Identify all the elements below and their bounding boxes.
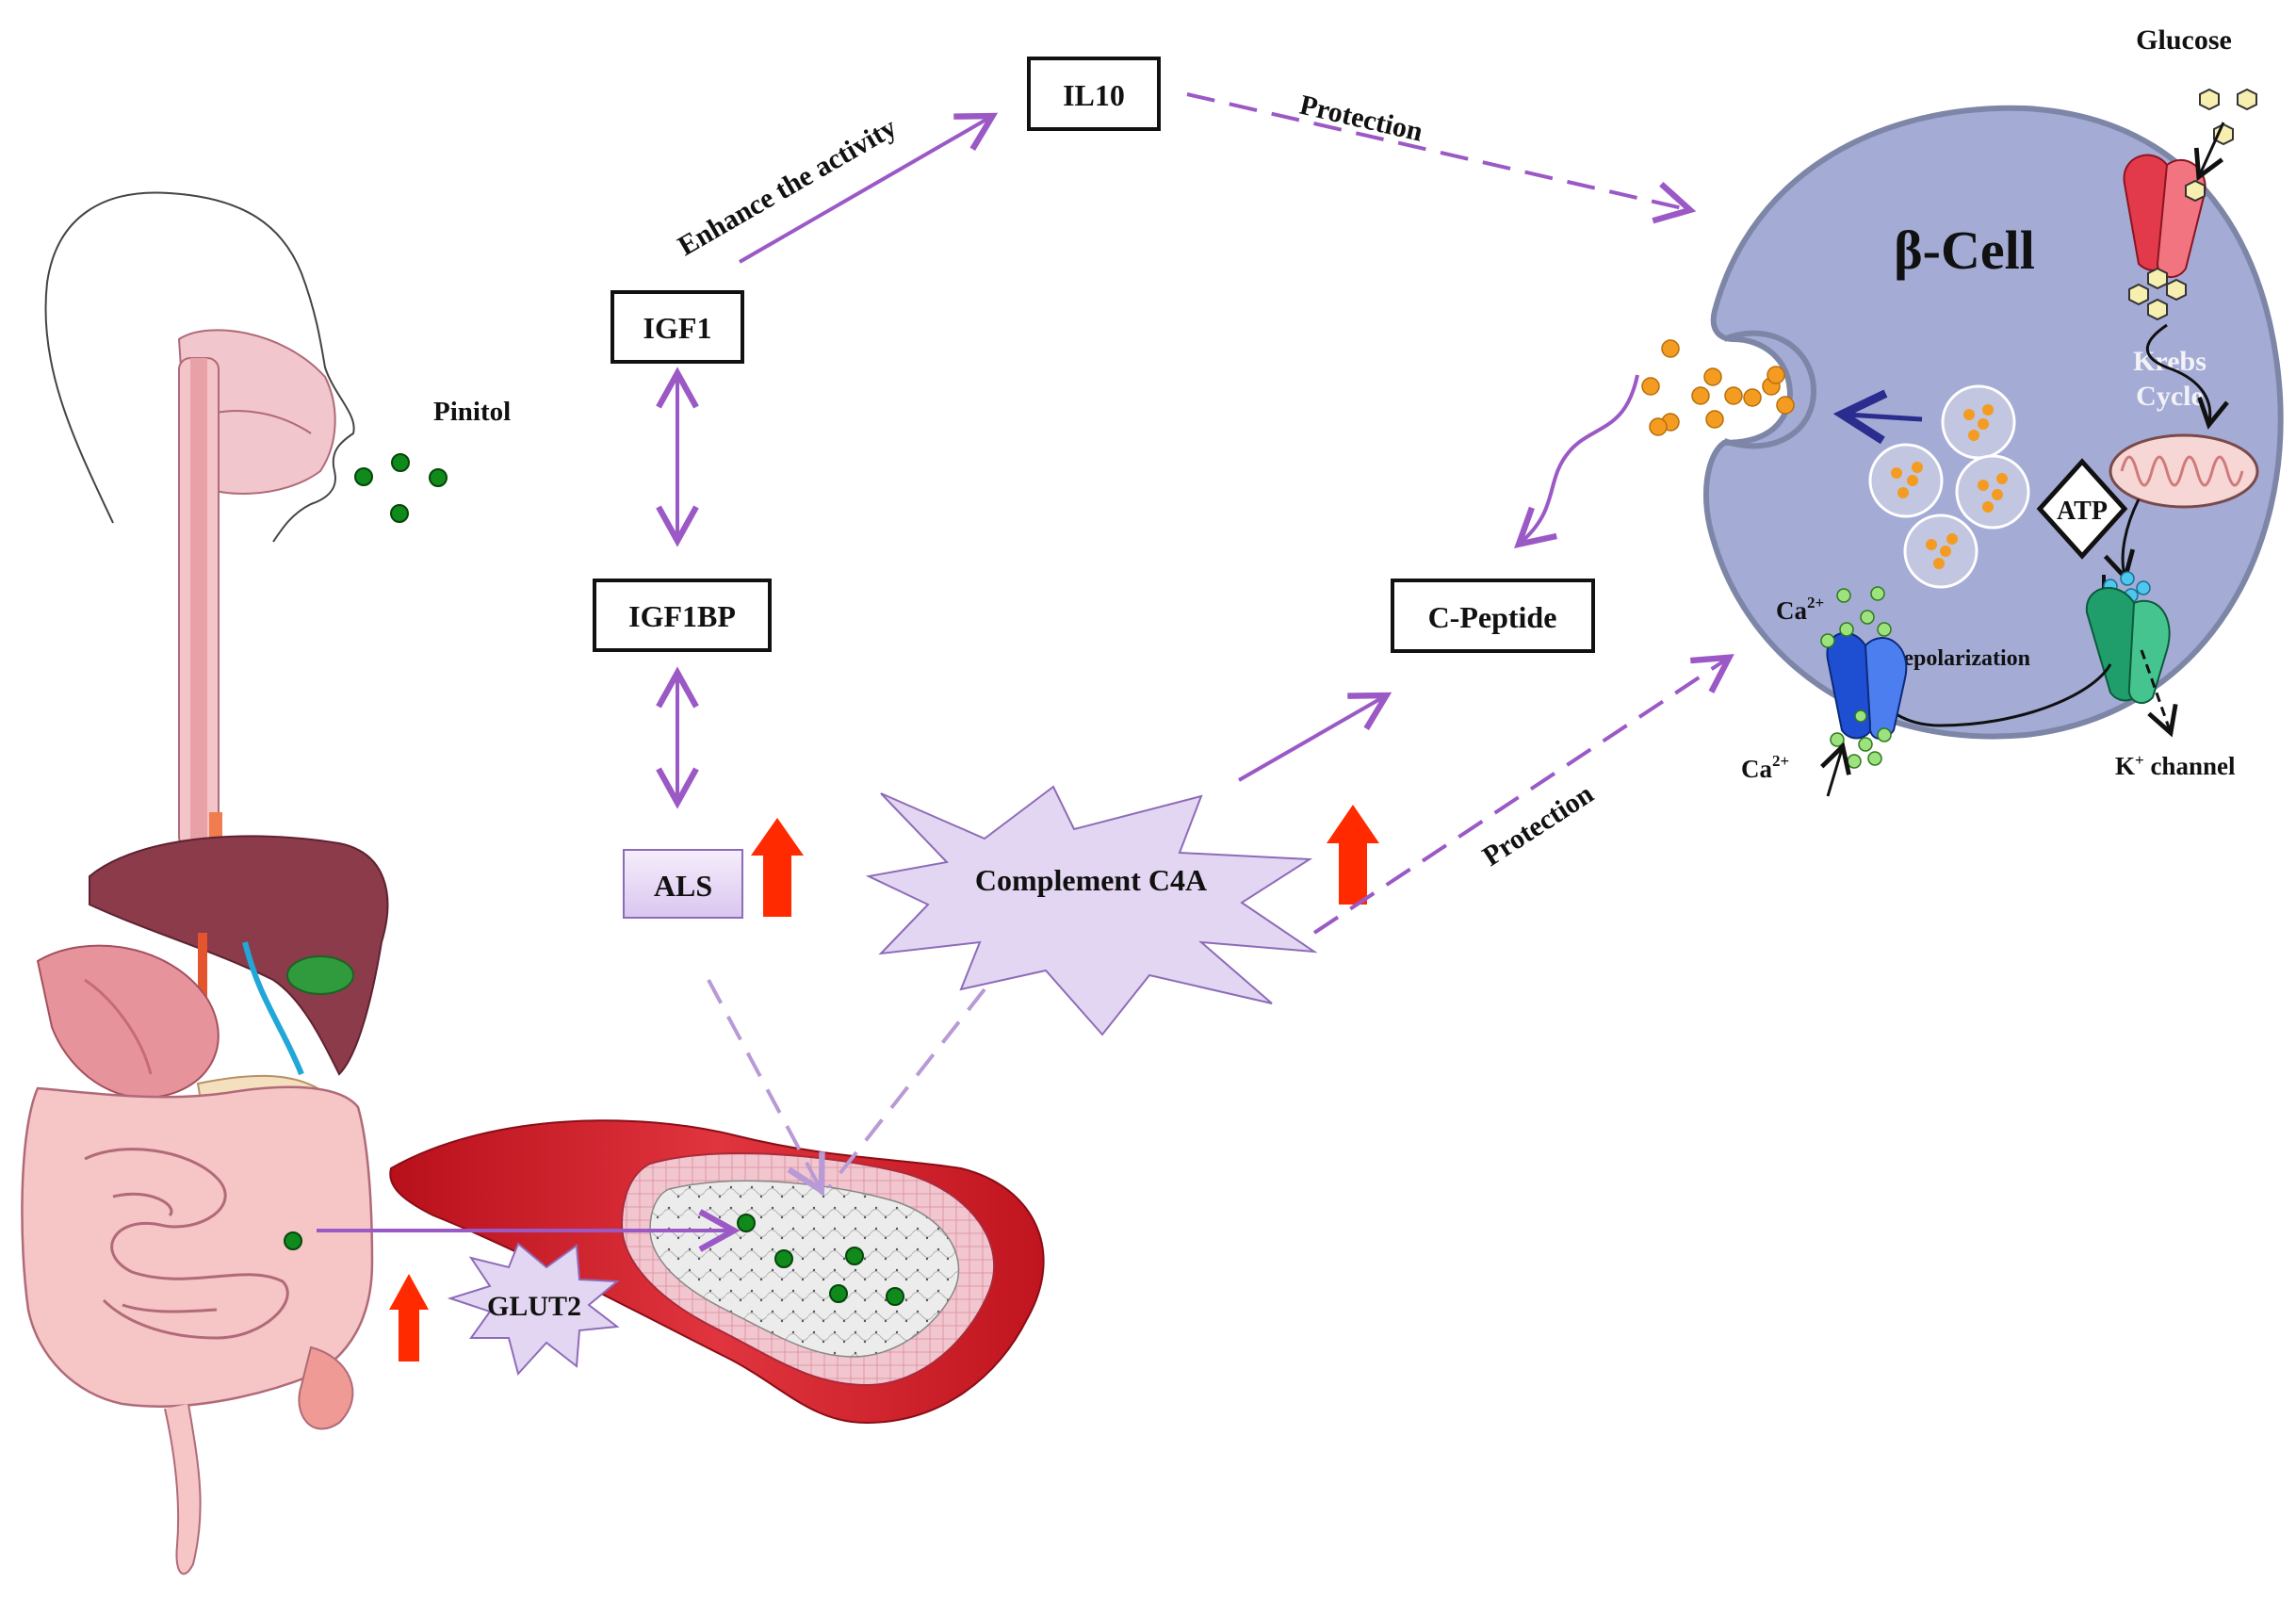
ca-channel	[1826, 631, 1908, 740]
complement-protection-arrow	[1312, 654, 1734, 935]
k-channel-label: K+ channel	[2115, 751, 2236, 780]
igf1bp-label: IGF1BP	[628, 599, 736, 633]
krebs-arrow	[2145, 323, 2229, 430]
vesicle-fusion-arrow	[1832, 389, 1923, 445]
mitochondrion	[2109, 433, 2259, 509]
igf1-box	[611, 290, 744, 364]
als-label: ALS	[654, 869, 712, 903]
igf1-to-il10-arrow	[738, 112, 999, 264]
pinitol-dots-mouth	[354, 453, 448, 523]
calcium-influx-arrow	[1820, 742, 1851, 797]
krebs-line1: Krebs	[2133, 346, 2206, 377]
als-box	[623, 849, 743, 919]
k-channel	[2085, 587, 2171, 705]
ca-top-label: Ca2+	[1776, 594, 1824, 625]
complement-to-vessel-dashed	[827, 987, 986, 1189]
secretion-to-cpeptide-arrow	[1514, 374, 1639, 548]
released-insulin-granules	[1641, 339, 1795, 436]
atp-label: ATP	[2057, 497, 2108, 526]
atp-diamond	[2036, 458, 2128, 560]
complement-label: Complement C4A	[975, 863, 1207, 897]
igf1-label: IGF1	[643, 311, 712, 345]
glut2-starburst	[447, 1242, 620, 1377]
anatomy-illustration	[21, 191, 389, 1575]
pinitol-label: Pinitol	[433, 397, 511, 427]
protection-top-label: Protection	[1296, 90, 1425, 148]
atp-to-k-arrow	[2103, 498, 2141, 582]
il10-label: IL10	[1063, 78, 1125, 112]
insulin-vesicles	[1868, 384, 2030, 589]
complement-to-cpeptide-arrow	[1238, 692, 1392, 782]
krebs-line2: Cycle	[2136, 381, 2204, 412]
beta-cell-label: β-Cell	[1894, 220, 2035, 281]
depolarization-label: Depolarization	[1887, 646, 2030, 671]
complement-starburst	[865, 785, 1318, 1036]
protection-bottom-label: Protection	[1477, 778, 1600, 872]
glucose-label: Glucose	[2136, 24, 2232, 56]
glut2-up-arrow	[389, 1274, 429, 1362]
il10-box	[1027, 57, 1161, 131]
pinitol-dot-gut	[284, 1231, 302, 1250]
ca-bottom-label: Ca2+	[1741, 752, 1789, 783]
glut2-label: GLUT2	[487, 1291, 581, 1322]
glucose-molecules	[2128, 88, 2257, 321]
glucose-entry-arrow	[2193, 122, 2225, 182]
il10-protection-arrow	[1186, 92, 1697, 224]
c-peptide-label: C-Peptide	[1428, 600, 1557, 634]
c-peptide-box	[1391, 579, 1595, 653]
igf1bp-box	[593, 579, 772, 652]
complement-up-arrow	[1327, 805, 1379, 905]
als-up-arrow	[751, 818, 804, 917]
